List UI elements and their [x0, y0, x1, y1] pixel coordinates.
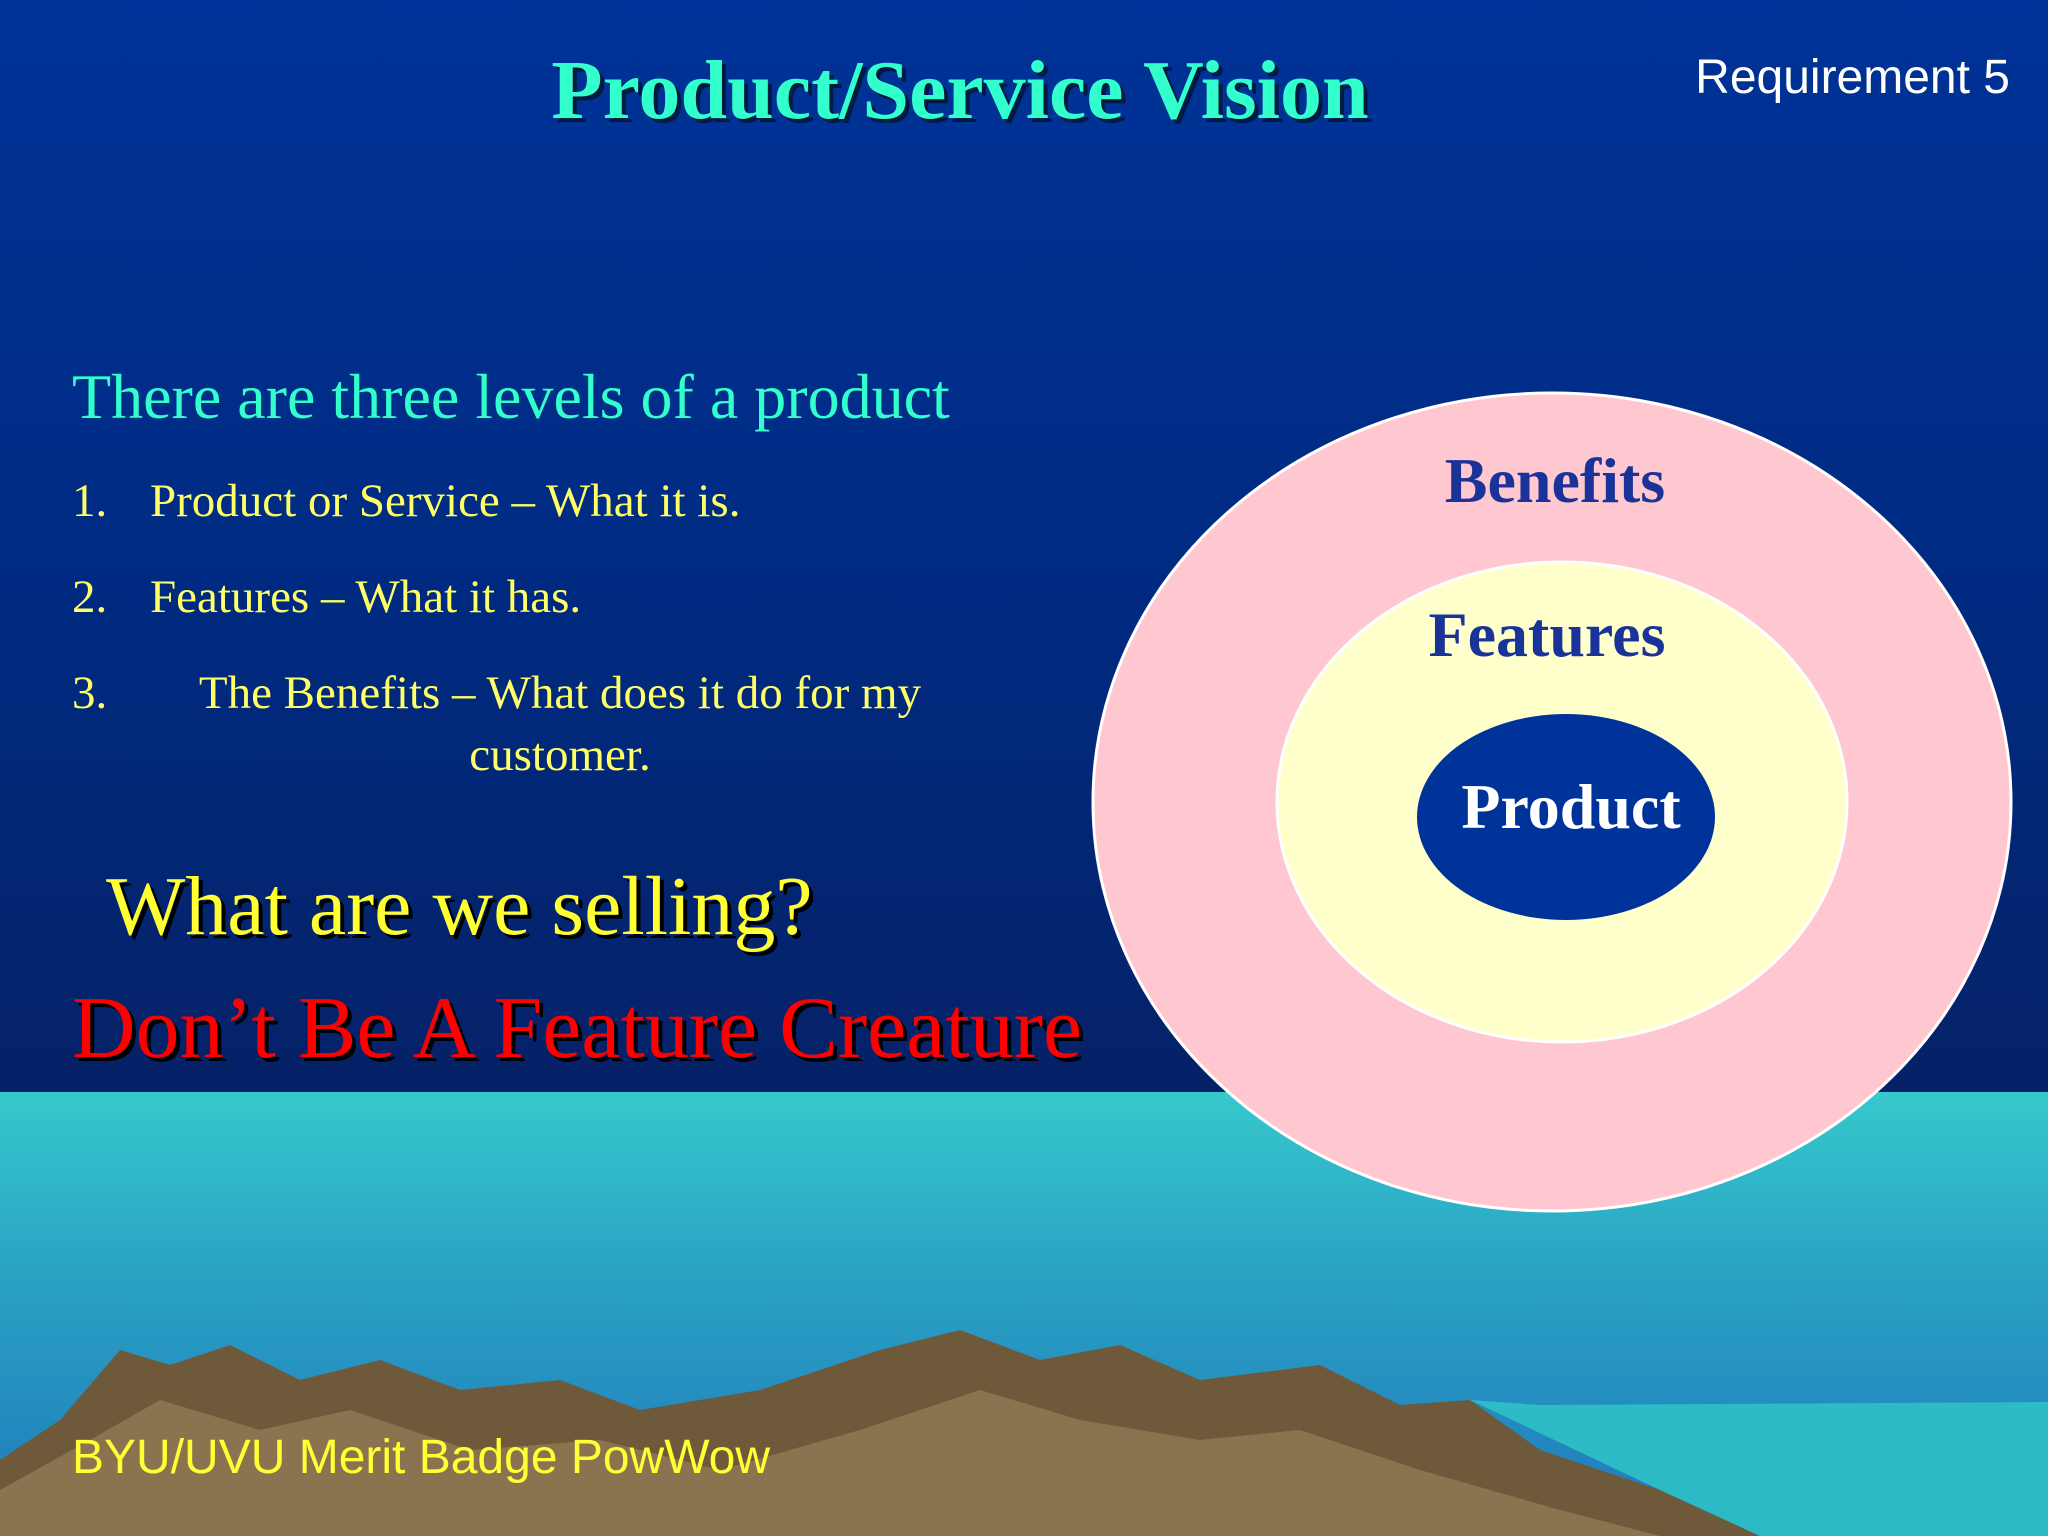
product-label: Product: [1461, 771, 1681, 842]
intro-text: There are three levels of a product: [72, 361, 950, 432]
benefits-label: Benefits: [1445, 445, 1665, 516]
requirement-label: Requirement 5: [1695, 51, 2010, 104]
list-item: 1. Product or Service – What it is.: [72, 470, 972, 532]
list-number: 1.: [72, 475, 108, 527]
selling-question: What are we selling?: [106, 860, 813, 953]
list-number: 3.: [72, 667, 108, 719]
product-core: [1417, 714, 1715, 920]
slide-title: Product/Service Vision: [551, 44, 1369, 137]
list-text: The Benefits – What does it do for my cu…: [198, 667, 922, 781]
features-label: Features: [1429, 599, 1666, 670]
list-item: 3. The Benefits – What does it do for my…: [72, 662, 972, 786]
product-levels-diagram: Benefits Features Product: [1091, 391, 2013, 1213]
footer-text: BYU/UVU Merit Badge PowWow: [72, 1431, 771, 1484]
warning-text: Don’t Be A Feature Creature: [72, 980, 1083, 1077]
levels-list: 1. Product or Service – What it is. 2. F…: [72, 470, 972, 820]
list-number: 2.: [72, 571, 108, 623]
list-text: Product or Service – What it is.: [150, 475, 741, 527]
mountains-graphic: [0, 1330, 2048, 1536]
list-item: 2. Features – What it has.: [72, 566, 972, 628]
list-text: Features – What it has.: [150, 571, 582, 623]
